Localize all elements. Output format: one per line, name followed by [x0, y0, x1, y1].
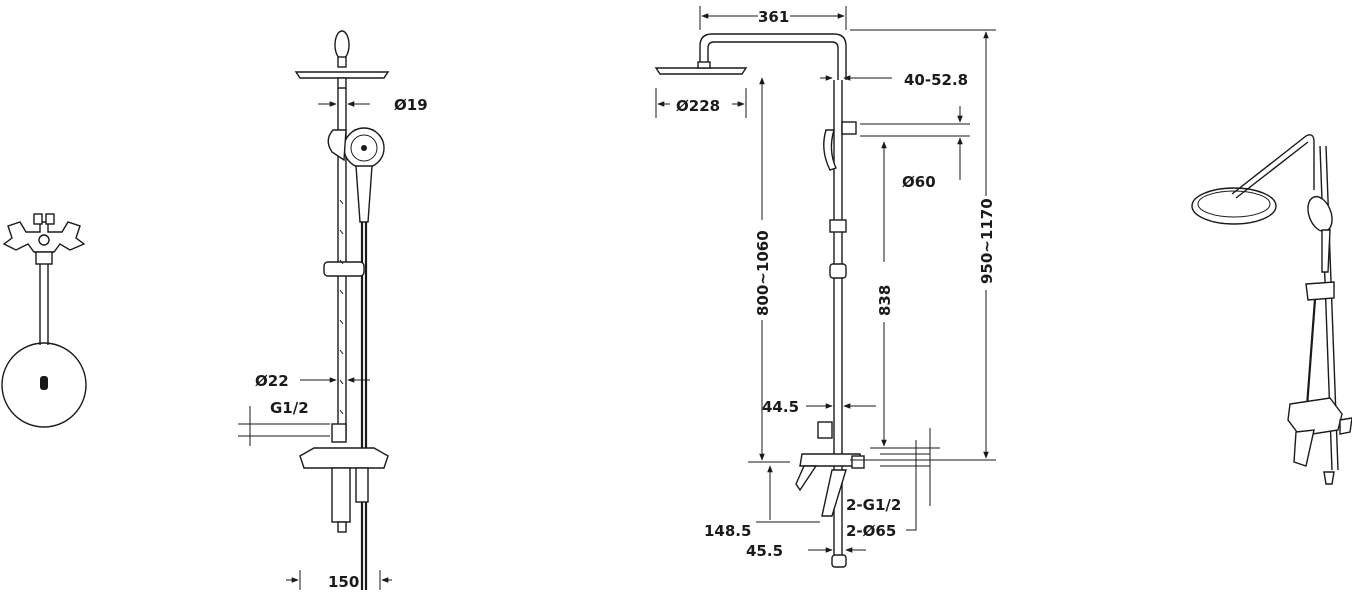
- dimension-width-361: 361: [758, 8, 789, 26]
- side-view-dimensions: Ø19 Ø22 G1/2 150: [238, 96, 428, 591]
- front-view-dimensions: 361 40-52.8 Ø228 Ø60 800~1060 838 950~11…: [655, 6, 996, 560]
- dimension-height-838: 838: [876, 285, 894, 316]
- dimension-diameter-22: Ø22: [255, 372, 289, 390]
- dimension-thread-g12: G1/2: [270, 399, 309, 417]
- dimension-height-800-1060: 800~1060: [754, 230, 772, 316]
- top-view: [1, 213, 87, 428]
- dimension-width-44-5: 44.5: [762, 398, 799, 416]
- dimension-diameter-228: Ø228: [676, 97, 720, 115]
- dimension-diameter-60: Ø60: [902, 173, 936, 191]
- dimension-width-150: 150: [328, 573, 359, 591]
- perspective-view: [1191, 134, 1352, 485]
- dimension-height-148-5: 148.5: [704, 522, 751, 540]
- dimension-offset-40-52-8: 40-52.8: [904, 71, 968, 89]
- front-view: [654, 33, 865, 568]
- dimension-thread-2-g12: 2-G1/2: [846, 496, 901, 514]
- dimension-height-950-1170: 950~1170: [978, 198, 996, 284]
- dimension-diameter-2-65: 2-Ø65: [846, 522, 896, 540]
- dimension-width-45-5: 45.5: [746, 542, 783, 560]
- dimension-diameter-19: Ø19: [394, 96, 428, 114]
- side-view: [294, 30, 390, 590]
